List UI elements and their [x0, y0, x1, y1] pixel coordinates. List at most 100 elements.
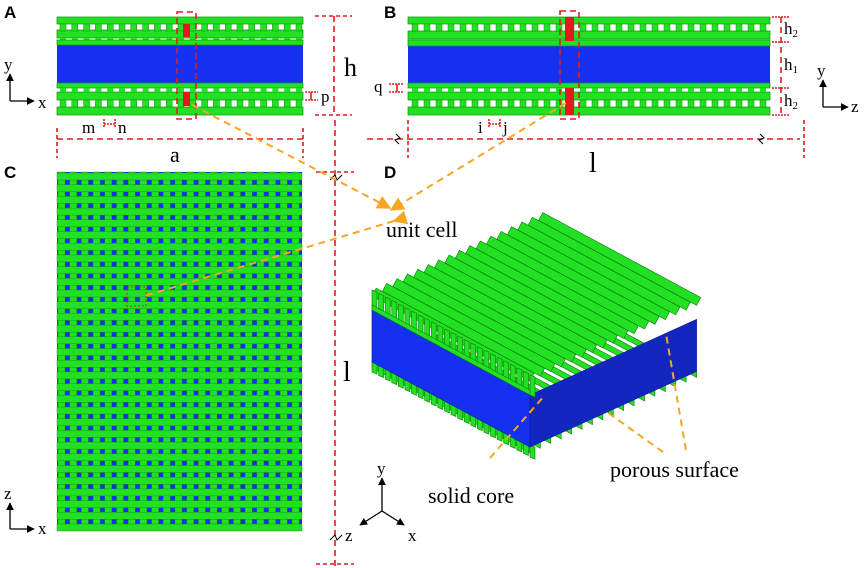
panel-c-grid-row	[56, 465, 303, 473]
panel-b-post	[759, 99, 767, 108]
panel-a-post	[296, 38, 302, 41]
panel-c-break-bottom-icon	[329, 534, 343, 541]
panel-a-post	[95, 99, 102, 108]
panel-b-unitcell-box	[559, 10, 580, 120]
panel-b-post	[651, 23, 659, 32]
panel-d-axis-y-label: y	[377, 459, 386, 478]
panel-b-post	[423, 99, 431, 108]
panel-c-grid-row	[56, 523, 303, 532]
panel-a-post	[107, 38, 114, 41]
panel-a-post	[60, 38, 66, 41]
panel-b-post	[627, 23, 635, 32]
panel-b-post	[687, 23, 695, 32]
panel-b-post	[495, 99, 503, 108]
panel-c-grid-row	[56, 441, 303, 450]
panel-a-post	[224, 23, 232, 32]
panel-b-post	[711, 23, 719, 32]
panel-b-post	[627, 99, 635, 108]
panel-a-post	[296, 88, 302, 92]
panel-b-post	[412, 88, 418, 92]
panel-b-top-posts	[411, 23, 767, 32]
panel-a-post	[260, 88, 267, 92]
panel-b-post	[495, 23, 503, 32]
panel-d-top-rod	[538, 212, 702, 306]
panel-a-post	[201, 38, 208, 41]
panel-a-post	[272, 23, 279, 32]
panel-b-post	[651, 99, 659, 108]
panel-c-grid-row	[56, 254, 303, 263]
panel-a-post	[95, 88, 102, 92]
panel-b-core-bottom-skin	[407, 82, 771, 89]
pointer-solid-core	[489, 394, 546, 459]
panel-a-post	[260, 99, 267, 108]
panel-b-post	[484, 88, 490, 92]
panel-b-bottom-posts	[411, 88, 767, 108]
panel-b-post	[639, 99, 647, 108]
panel-b-post	[472, 88, 478, 92]
panel-b-unitcell-red-bottom	[565, 88, 574, 115]
panel-b-post	[747, 99, 755, 108]
panel-a-post	[154, 38, 161, 41]
panel-a-post	[283, 23, 291, 32]
panel-d: D unit cell porous surface solid core y …	[345, 163, 739, 545]
panel-a-post	[130, 23, 138, 32]
panel-a-post	[71, 23, 79, 32]
panel-c-grid-row	[56, 477, 303, 485]
panel-d-axis-z-label: z	[345, 526, 353, 545]
panel-a-post	[154, 23, 161, 32]
panel-b-post	[471, 99, 479, 108]
panel-b-break-left-icon	[394, 133, 401, 145]
panel-a-label-p: p	[321, 87, 330, 106]
panel-b-break-right-icon	[758, 133, 765, 145]
panel-b-post	[712, 88, 718, 92]
panel-b-post	[520, 88, 526, 92]
panel-a-post	[178, 38, 184, 41]
panel-b-post	[507, 99, 515, 108]
panel-c-grid-row	[56, 242, 303, 251]
panel-d-label-solid-core: solid core	[428, 483, 514, 508]
panel-a-post	[283, 99, 291, 108]
pointer-b-to-unit-cell	[389, 102, 567, 211]
panel-a-post	[165, 23, 173, 32]
panel-a-post	[295, 99, 303, 108]
panel-a-post	[178, 88, 184, 92]
panel-c-axis-z-label: z	[4, 484, 12, 503]
panel-b-post	[519, 23, 527, 32]
panel-c-grid-row	[56, 336, 303, 344]
panel-b: B h2 h1 h2 q i j	[367, 3, 859, 179]
panel-a-post	[142, 88, 149, 92]
panel-a-post	[95, 23, 102, 32]
panel-d-axis-x-arrow	[381, 510, 405, 526]
panel-a-label-n: n	[118, 118, 127, 137]
panel-a-post	[225, 88, 232, 92]
panel-b-post	[663, 23, 671, 32]
panel-a-post	[71, 99, 79, 108]
panel-c-grid-row	[56, 313, 303, 321]
panel-b-post	[615, 23, 623, 32]
panel-c-grid-row	[56, 301, 303, 309]
panel-a-post	[130, 88, 137, 92]
panel-a-post	[71, 88, 78, 92]
panel-c-grid-row	[56, 430, 303, 438]
panel-a-post	[119, 88, 125, 92]
panel-c-grid-row	[56, 500, 303, 508]
panel-d-label-unit-cell: unit cell	[386, 217, 457, 242]
panel-c-grid-row	[56, 266, 303, 274]
panel-d-front-skin	[371, 304, 531, 396]
panel-b-post	[592, 88, 598, 92]
panel-b-post	[411, 99, 419, 108]
panel-a-unitcell-red-top	[183, 24, 190, 37]
panel-a-post	[83, 88, 90, 92]
panel-b-post	[507, 23, 515, 32]
panel-b-letter: B	[384, 3, 396, 22]
panel-b-axis-z-label: z	[851, 97, 859, 116]
panel-a-post	[236, 99, 244, 108]
panel-c-grid-row	[56, 184, 303, 192]
panel-c-grid-row	[56, 360, 303, 368]
panel-c-grid-row	[56, 488, 303, 497]
panel-a-post	[166, 38, 173, 41]
panel-c-grid-row	[56, 453, 303, 461]
panel-a-unitcell-red-bottom	[183, 92, 190, 106]
panel-c: C z x l	[4, 120, 354, 566]
panel-b-post	[483, 23, 491, 32]
